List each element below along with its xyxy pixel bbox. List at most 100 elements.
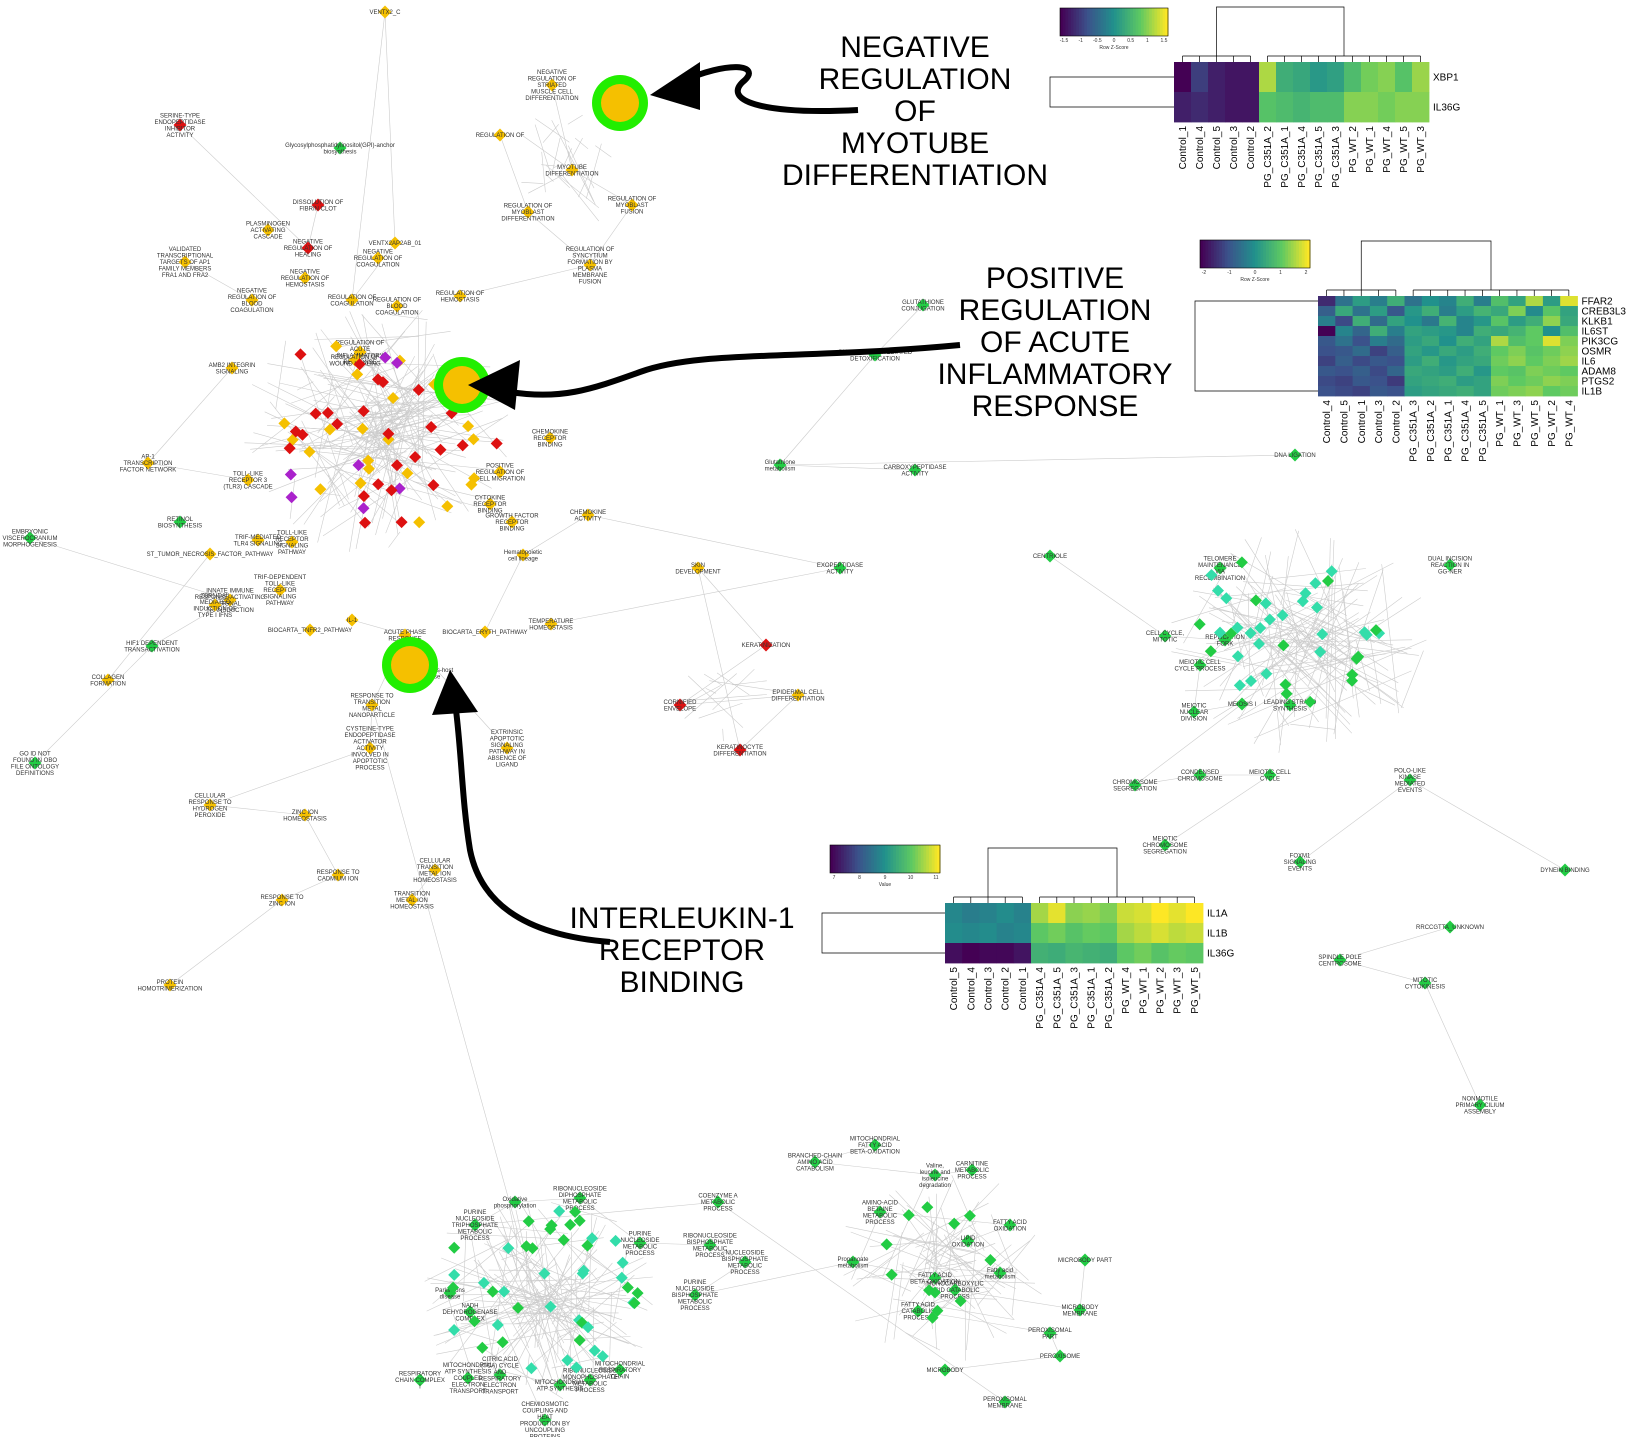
network-edge bbox=[556, 1288, 587, 1395]
heatmap-cell bbox=[996, 923, 1015, 944]
node-diamond bbox=[434, 443, 447, 456]
node-diamond bbox=[1225, 627, 1238, 640]
heatmap-cell bbox=[1456, 316, 1475, 327]
heatmap-cell bbox=[1185, 923, 1204, 944]
node-diamond bbox=[1316, 628, 1329, 641]
key-tick: 11 bbox=[933, 875, 938, 881]
network-edge bbox=[1281, 606, 1350, 650]
network-edge bbox=[908, 1183, 1000, 1277]
network-edge bbox=[885, 1229, 1016, 1289]
network-edge bbox=[874, 304, 924, 356]
node-label: MICROBODY PART bbox=[1058, 1258, 1112, 1264]
network-edge bbox=[550, 567, 841, 625]
node-diamond bbox=[285, 491, 298, 504]
heatmap-row-label: IL36G bbox=[1207, 949, 1234, 960]
node-diamond bbox=[1276, 609, 1289, 622]
node-diamond bbox=[178, 255, 192, 269]
heatmap-cell bbox=[962, 943, 980, 964]
heatmap-cell bbox=[1439, 356, 1457, 367]
network-edge bbox=[709, 1244, 746, 1263]
heatmap-col-label: PG_C351A_4 bbox=[1035, 967, 1046, 1029]
node-label: ST_TUMOR_NECROSIS_FACTOR_PATHWAY bbox=[147, 552, 274, 558]
node-diamond bbox=[203, 547, 217, 561]
node-diamond bbox=[298, 808, 312, 822]
node-diamond bbox=[1053, 1349, 1067, 1363]
node-diamond bbox=[425, 421, 438, 433]
node-label: DNA LIGATION bbox=[1274, 453, 1316, 459]
network-edge bbox=[551, 84, 573, 171]
node-diamond bbox=[303, 445, 316, 458]
node-label: IL-1 bbox=[347, 618, 358, 624]
node-diamond bbox=[553, 1205, 566, 1218]
network-edge bbox=[1134, 703, 1243, 786]
network-edge bbox=[355, 478, 452, 514]
network-edge bbox=[107, 553, 211, 681]
node-diamond bbox=[345, 293, 359, 307]
heatmap-cell bbox=[1318, 326, 1336, 337]
network-edge bbox=[474, 1201, 719, 1226]
network-edge bbox=[852, 1261, 936, 1279]
network-edge bbox=[391, 314, 428, 320]
heatmap-cell bbox=[1335, 376, 1353, 387]
network-edge bbox=[458, 1329, 505, 1344]
node-diamond bbox=[493, 1368, 507, 1382]
node-diamond bbox=[352, 459, 365, 472]
highlight-acute-inflammatory-node-core bbox=[443, 366, 481, 404]
node-diamond bbox=[1043, 1326, 1057, 1340]
network-edge bbox=[934, 1224, 959, 1272]
network-edge bbox=[563, 1336, 631, 1340]
heatmap-row-label: CREB3L3 bbox=[1582, 307, 1627, 318]
network-edge bbox=[287, 466, 336, 470]
network-edge bbox=[947, 1254, 963, 1257]
node-diamond bbox=[356, 422, 369, 435]
network-edge bbox=[927, 1262, 976, 1309]
heatmap-col-label: PG_WT_5 bbox=[1190, 967, 1201, 1014]
callout-labels: NEGATIVEREGULATIONOFMYOTUBEDIFFERENTIATI… bbox=[569, 31, 1172, 999]
heatmap-cell bbox=[1369, 356, 1388, 367]
node-diamond bbox=[938, 1363, 952, 1377]
key-tick: 7 bbox=[833, 875, 836, 881]
network-edge bbox=[147, 462, 249, 481]
node-diamond bbox=[301, 241, 315, 255]
network-edge bbox=[572, 137, 583, 158]
network-edge bbox=[1338, 566, 1360, 718]
node-diamond bbox=[1259, 597, 1272, 610]
network-edge bbox=[369, 419, 392, 482]
network-edge bbox=[578, 174, 589, 198]
node-diamond bbox=[1231, 650, 1244, 663]
network-edge bbox=[694, 1261, 746, 1296]
heatmap-row-label: IL1B bbox=[1582, 387, 1603, 398]
heatmap-cell bbox=[1369, 296, 1388, 307]
network-edge bbox=[555, 1329, 565, 1356]
network-edge bbox=[566, 1321, 617, 1364]
node-diamond bbox=[616, 1256, 629, 1269]
heatmap-cell bbox=[1318, 366, 1336, 377]
arrow-acute-head bbox=[468, 360, 520, 410]
heatmap-col-label: PG_C351A_1 bbox=[1443, 400, 1454, 462]
node-diamond bbox=[378, 5, 392, 19]
node-diamond bbox=[1309, 577, 1322, 590]
node-diamond bbox=[791, 688, 805, 702]
